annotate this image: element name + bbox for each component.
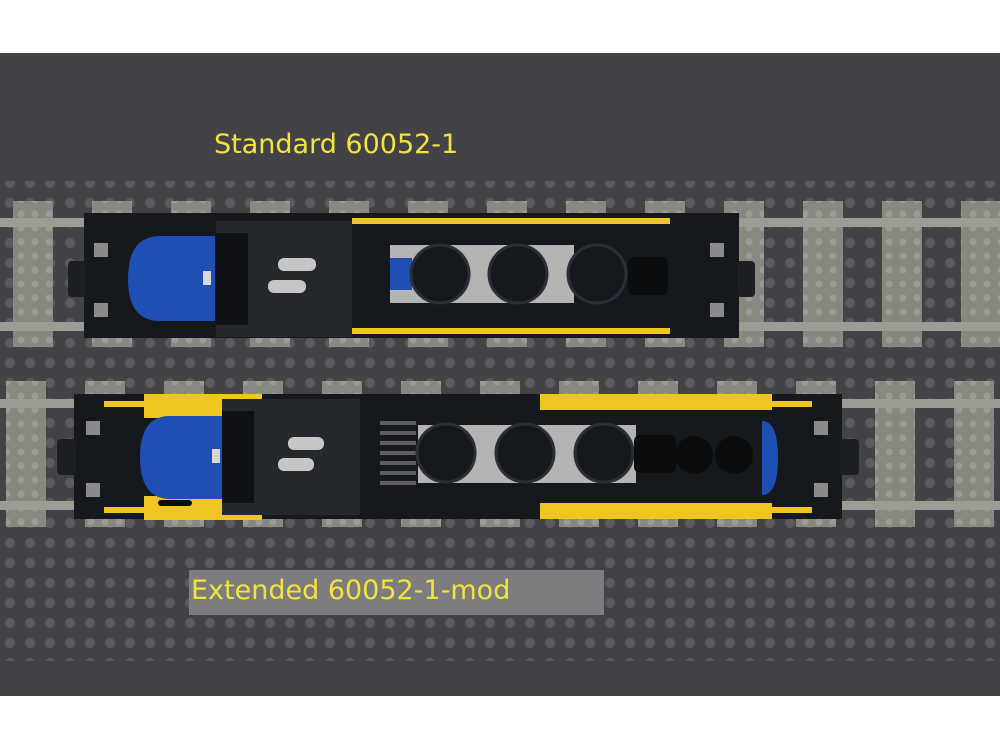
extended-windshield [140, 416, 222, 499]
extended-wheel-1 [415, 422, 477, 484]
caption-extended: Extended 60052-1-mod [191, 575, 511, 606]
extended-cab-light [212, 449, 220, 463]
standard-wheel-2 [487, 243, 549, 305]
caption-box-extended [189, 570, 604, 615]
extended-wheel-2 [494, 422, 556, 484]
standard-roof-detail [268, 258, 316, 293]
extended-corner-plates [86, 421, 828, 497]
extended-drum-1 [675, 436, 713, 474]
extended-cab-shade [222, 411, 254, 503]
extended-coupler-left [57, 439, 76, 475]
locomotive-extended [57, 394, 859, 520]
lego-render-scene: Standard 60052-1 Extended 60052-1-mod [0, 53, 1000, 696]
extended-wheel-3 [573, 422, 635, 484]
extended-coupler-right [840, 439, 859, 475]
standard-windshield [128, 236, 215, 321]
standard-corner-plates [94, 243, 724, 317]
standard-coupler-left [68, 261, 86, 297]
extended-drum-2 [715, 436, 753, 474]
extended-motor-block [634, 435, 676, 473]
scene-drawing [0, 181, 1000, 661]
standard-blue-tile [390, 258, 412, 290]
extended-roof-detail [278, 437, 324, 471]
standard-stripe-top [352, 218, 670, 224]
caption-standard: Standard 60052-1 [214, 129, 459, 160]
standard-coupler-right [737, 261, 755, 297]
extended-yellow-trim [104, 394, 812, 520]
standard-stripe-bottom [352, 328, 670, 334]
standard-wheel-1 [409, 243, 471, 305]
standard-cab-shade [216, 233, 248, 325]
standard-wheel-3 [566, 243, 628, 305]
extended-handrail [158, 500, 192, 506]
standard-motor-block [628, 257, 668, 295]
extended-rear-window [762, 421, 778, 495]
locomotive-standard [68, 213, 755, 338]
standard-cab-light [203, 271, 211, 285]
extended-vent-grille [380, 421, 416, 485]
